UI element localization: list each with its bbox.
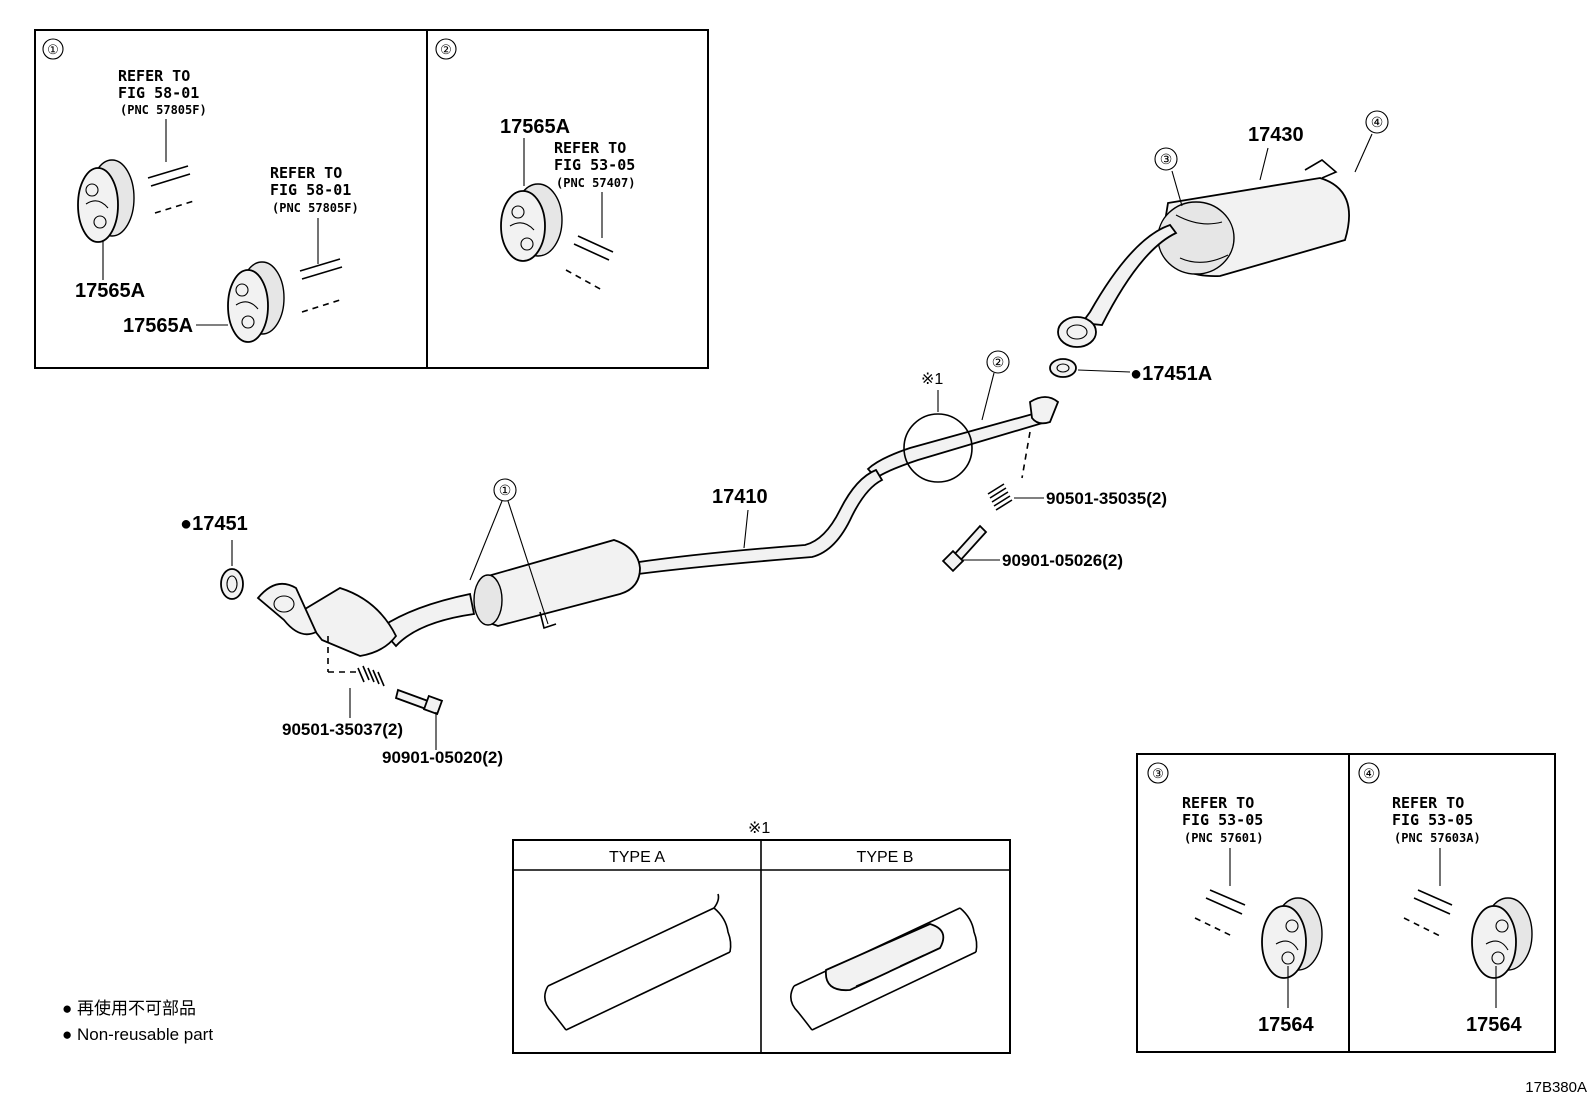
inset-1-refer1-line1: REFER TO	[118, 67, 190, 85]
front-pipe-assembly	[256, 396, 1060, 657]
bolt-front-label: 90901-05020(2)	[382, 748, 503, 767]
type-a-header: TYPE A	[609, 849, 665, 866]
inset-4-hanger	[1471, 897, 1533, 979]
inset-1-hanger-a	[77, 159, 135, 243]
inset-4-refer-line1: REFER TO	[1392, 794, 1464, 812]
inset-4-refer-line3: (PNC 57603A)	[1394, 831, 1481, 845]
inset-3-number: ③	[1152, 766, 1164, 781]
spring-rear-label: 90501-35035(2)	[1046, 489, 1167, 508]
gasket-rear	[1049, 358, 1077, 378]
inset-2-refer-line3: (PNC 57407)	[556, 176, 635, 190]
legend-english: ● Non-reusable part	[62, 1025, 213, 1044]
inset-1: ① REFER TO FIG 58-01 (PNC 57805F) REFER …	[34, 29, 428, 369]
muffler-part-number: 17430	[1248, 124, 1304, 146]
inset-3-hanger	[1261, 897, 1323, 979]
spring-front	[357, 665, 385, 687]
type-detail-circle	[903, 413, 973, 483]
inset-2-number: ②	[440, 42, 452, 57]
inset-4-part: 17564	[1466, 1014, 1522, 1036]
gasket-rear-label: ●17451A	[1130, 363, 1212, 385]
muffler-assembly	[1057, 159, 1350, 348]
inset-2-part: 17565A	[500, 116, 570, 138]
inset-1-refer1-line2: FIG 58-01	[118, 84, 199, 102]
inset-2-refer-line2: FIG 53-05	[554, 156, 635, 174]
inset-4-number: ④	[1363, 766, 1375, 781]
inset-2-rod	[565, 235, 614, 291]
inset-1-rod-1	[147, 165, 198, 214]
inset-2-hanger	[500, 183, 563, 262]
spring-rear	[987, 483, 1013, 511]
gasket-front	[220, 568, 244, 600]
inset-3: ③ REFER TO FIG 53-05 (PNC 57601) 17564	[1136, 753, 1350, 1053]
inset-1-refer2-line1: REFER TO	[270, 164, 342, 182]
legend-japanese: ● 再使用不可部品	[62, 998, 196, 1018]
callout-2: ②	[992, 354, 1005, 370]
spring-front-label: 90501-35037(2)	[282, 720, 403, 739]
inset-1-refer2-line3: (PNC 57805F)	[272, 201, 359, 215]
callout-3: ③	[1160, 151, 1173, 167]
figure-code: 17B380A	[1525, 1079, 1587, 1096]
inset-1-hanger-b	[227, 261, 285, 343]
gasket-front-label: ●17451	[180, 513, 248, 535]
callout-1: ①	[499, 482, 512, 498]
inset-1-rod-2	[299, 258, 343, 313]
inset-4-rod	[1403, 889, 1453, 937]
bolt-front	[394, 688, 444, 716]
inset-3-rod	[1194, 889, 1246, 937]
type-b-header: TYPE B	[857, 849, 914, 866]
type-a-pipe	[544, 893, 732, 1031]
inset-1-number: ①	[47, 42, 59, 57]
inset-1-refer1-line3: (PNC 57805F)	[120, 103, 207, 117]
inset-2: ② 17565A REFER TO FIG 53-05 (PNC 57407)	[426, 29, 709, 369]
type-table-mark: ※1	[748, 820, 770, 837]
inset-3-refer-line3: (PNC 57601)	[1184, 831, 1263, 845]
bolt-rear	[941, 524, 988, 573]
type-table: ※1 TYPE A TYPE B	[512, 820, 1011, 1054]
inset-2-refer-line1: REFER TO	[554, 139, 626, 157]
inset-1-part-b: 17565A	[123, 315, 193, 337]
type-b-pipe	[790, 907, 978, 1031]
inset-1-part-a: 17565A	[75, 280, 145, 302]
inset-3-refer-line2: FIG 53-05	[1182, 811, 1263, 829]
inset-3-refer-line1: REFER TO	[1182, 794, 1254, 812]
inset-4-refer-line2: FIG 53-05	[1392, 811, 1473, 829]
note-mark-main: ※1	[921, 371, 943, 388]
inset-4: ④ REFER TO FIG 53-05 (PNC 57603A) 17564	[1348, 753, 1556, 1053]
inset-1-refer2-line2: FIG 58-01	[270, 181, 351, 199]
callout-4: ④	[1371, 114, 1384, 130]
bolt-rear-label: 90901-05026(2)	[1002, 551, 1123, 570]
inset-3-part: 17564	[1258, 1014, 1314, 1036]
front-pipe-part-number: 17410	[712, 486, 768, 508]
